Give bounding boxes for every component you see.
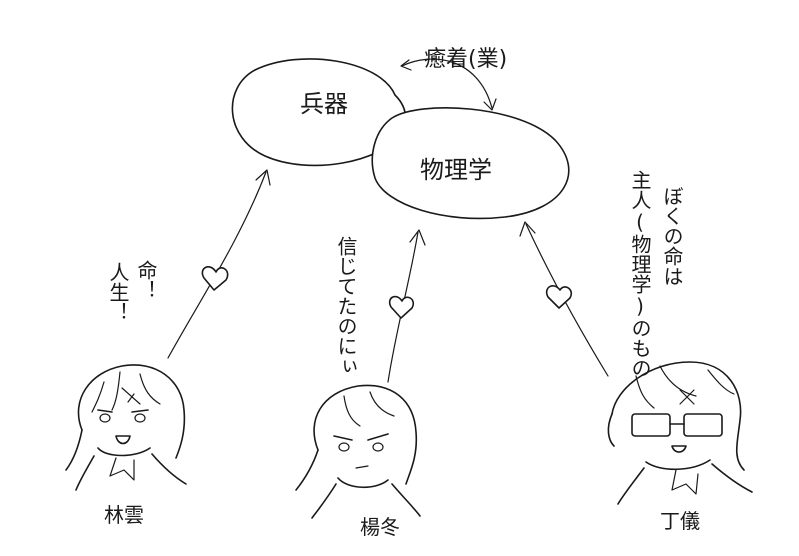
yang-dong-quote-col: 信じてたのにぃ: [334, 236, 358, 376]
heart-icon: [388, 295, 414, 319]
glasses-left-lens: [631, 413, 671, 437]
heart-icon: [201, 266, 229, 291]
arrow-icon: [409, 229, 426, 246]
weapons-bubble: 兵器: [231, 58, 407, 167]
physics-label: 物理学: [420, 156, 492, 184]
lin-yun-arrow: [167, 169, 271, 359]
ding-yi-name: 丁儀: [660, 509, 700, 533]
ding-yi-quote-col2: 主人(物理学)のもの: [628, 170, 652, 378]
yang-dong-arrow: [387, 229, 426, 383]
lin-yun-quote-col2: 命！: [134, 260, 158, 300]
lin-yun-quote-col1: 人生！: [106, 262, 130, 322]
ding-yi-quote: ぼくの命は 主人(物理学)のもの: [628, 170, 684, 378]
glasses-right-lens: [683, 413, 723, 437]
arrow-icon: [255, 169, 271, 186]
lin-yun-name: 林雲: [104, 503, 144, 527]
arrow-icon: [519, 221, 536, 237]
collusion-arrow-line: [401, 58, 493, 109]
weapons-label: 兵器: [300, 90, 348, 118]
yang-dong-name: 楊冬: [360, 515, 400, 539]
physics-bubble: 物理学: [371, 107, 570, 220]
lin-yun-figure: 林雲: [65, 364, 187, 527]
yang-dong-quote: 信じてたのにぃ: [334, 236, 358, 376]
ding-yi-quote-col1: ぼくの命は: [660, 186, 684, 286]
lin-yun-quote: 人生！ 命！: [106, 260, 158, 322]
yang-dong-figure: 楊冬: [295, 384, 421, 539]
collusion-relation: 癒着(業): [400, 47, 507, 111]
collusion-label: 癒着(業): [424, 47, 507, 72]
arrow-icon: [400, 59, 412, 71]
ding-yi-arrow: [519, 221, 609, 377]
heart-icon: [545, 285, 572, 309]
arrow-icon: [483, 98, 497, 111]
ding-yi-figure: 丁儀: [607, 361, 753, 533]
